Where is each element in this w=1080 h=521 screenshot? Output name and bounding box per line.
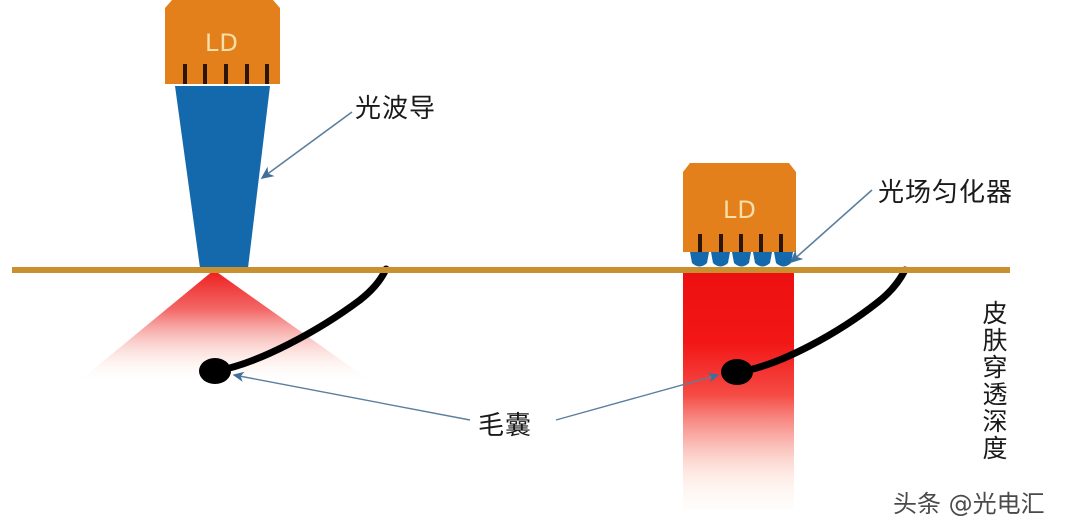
waveguide-label: 光波导 bbox=[355, 94, 437, 124]
right-homogenizer-array bbox=[690, 252, 793, 267]
left-emitter-bars bbox=[183, 64, 269, 84]
homogenizer-lens bbox=[774, 252, 793, 267]
left-waveguide bbox=[175, 86, 270, 268]
homogenizer-lens bbox=[690, 252, 709, 267]
right-module bbox=[555, 163, 909, 510]
right-ld-label: LD bbox=[723, 196, 757, 224]
right-follicle-leader bbox=[555, 372, 720, 421]
right-hair-follicle-bulb bbox=[721, 359, 753, 385]
left-waveguide-leader bbox=[260, 111, 353, 179]
right-ld-housing bbox=[683, 163, 796, 252]
right-hair-shaft bbox=[734, 266, 909, 376]
right-homogenizer-leader bbox=[789, 189, 873, 264]
homogenizer-lens bbox=[711, 252, 730, 267]
right-beam-column bbox=[683, 270, 794, 510]
penetration-depth-label: 皮肤穿透深度 bbox=[979, 300, 1008, 462]
left-beam-cone bbox=[78, 270, 372, 382]
homogenizer-label: 光场匀化器 bbox=[878, 178, 1014, 208]
left-hair-shaft bbox=[212, 265, 390, 375]
left-ld-housing bbox=[165, 0, 280, 84]
left-follicle-leader bbox=[232, 371, 471, 421]
watermark: 头条 @光电汇 bbox=[893, 490, 1045, 518]
left-hair-follicle-bulb bbox=[199, 358, 231, 384]
follicle-label: 毛囊 bbox=[478, 411, 533, 441]
homogenizer-lens bbox=[732, 252, 751, 267]
right-emitter-bars bbox=[698, 234, 783, 252]
left-ld-label: LD bbox=[205, 29, 239, 57]
homogenizer-lens bbox=[753, 252, 772, 267]
left-module bbox=[78, 0, 471, 421]
